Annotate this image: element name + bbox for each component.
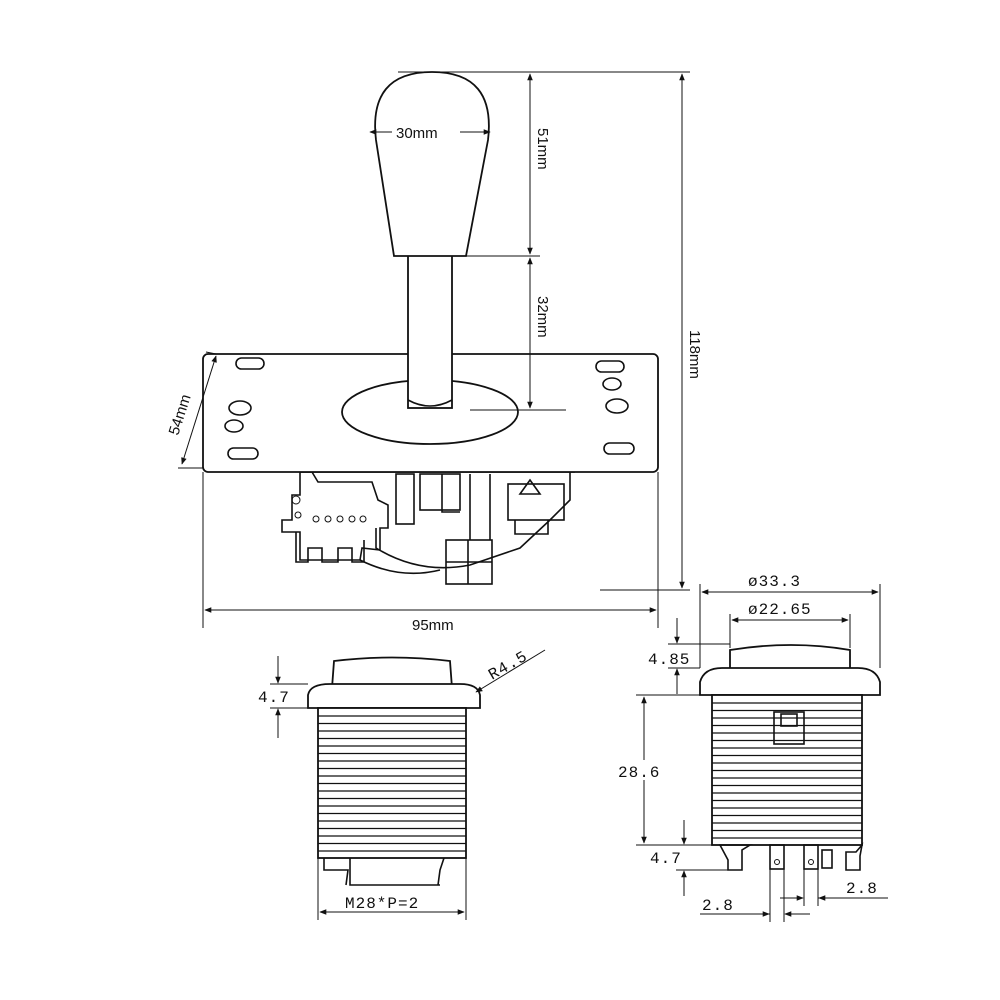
button-clip — [773, 711, 805, 745]
thread-spec-label: M28*P=2 — [345, 895, 419, 913]
button-front-plunger — [729, 644, 851, 671]
plate-slots — [224, 357, 635, 460]
total-height-label: 118mm — [686, 330, 703, 379]
left-pin-width-label: 2.8 — [702, 897, 734, 915]
body-height-label: 28.6 — [618, 764, 660, 782]
side-rim-height-label: 4.7 — [258, 689, 290, 707]
pin-right — [803, 844, 819, 870]
outer-diameter-label: ø33.3 — [748, 573, 801, 591]
ball-height-label: 51mm — [534, 128, 551, 170]
pin-left — [769, 844, 785, 870]
button-side-plunger — [331, 656, 453, 689]
plate-depth-label: 54mm — [166, 392, 195, 437]
rim-radius-label: R4.5 — [486, 648, 532, 685]
button-front-rim — [699, 667, 881, 696]
cap-height-label: 4.85 — [648, 651, 690, 669]
joystick-mechanism — [281, 471, 575, 585]
inner-diameter-label: ø22.65 — [748, 601, 812, 619]
thread-lines — [712, 702, 862, 839]
pin-left-outer — [718, 844, 753, 871]
thread-lines — [318, 715, 466, 852]
joystick-drawing: 30mm 51mm 32mm 118mm 54mm 95mm — [166, 71, 703, 634]
plate-width-label: 95mm — [412, 617, 454, 634]
pin-right-outer — [845, 842, 864, 871]
right-pin-width-label: 2.8 — [846, 880, 878, 898]
ball-diameter-label: 30mm — [396, 125, 438, 142]
front-rim-height-label: 4.7 — [650, 850, 682, 868]
joystick-shaft — [407, 251, 453, 409]
button-side-rim — [307, 683, 481, 709]
button-side-view: R4.5 4.7 M28*P=2 — [256, 648, 546, 920]
button-front-view: ø33.3 ø22.65 4.85 28.6 4.7 2.8 — [616, 573, 888, 922]
shaft-height-label: 32mm — [534, 296, 551, 338]
ball-top — [374, 71, 490, 257]
